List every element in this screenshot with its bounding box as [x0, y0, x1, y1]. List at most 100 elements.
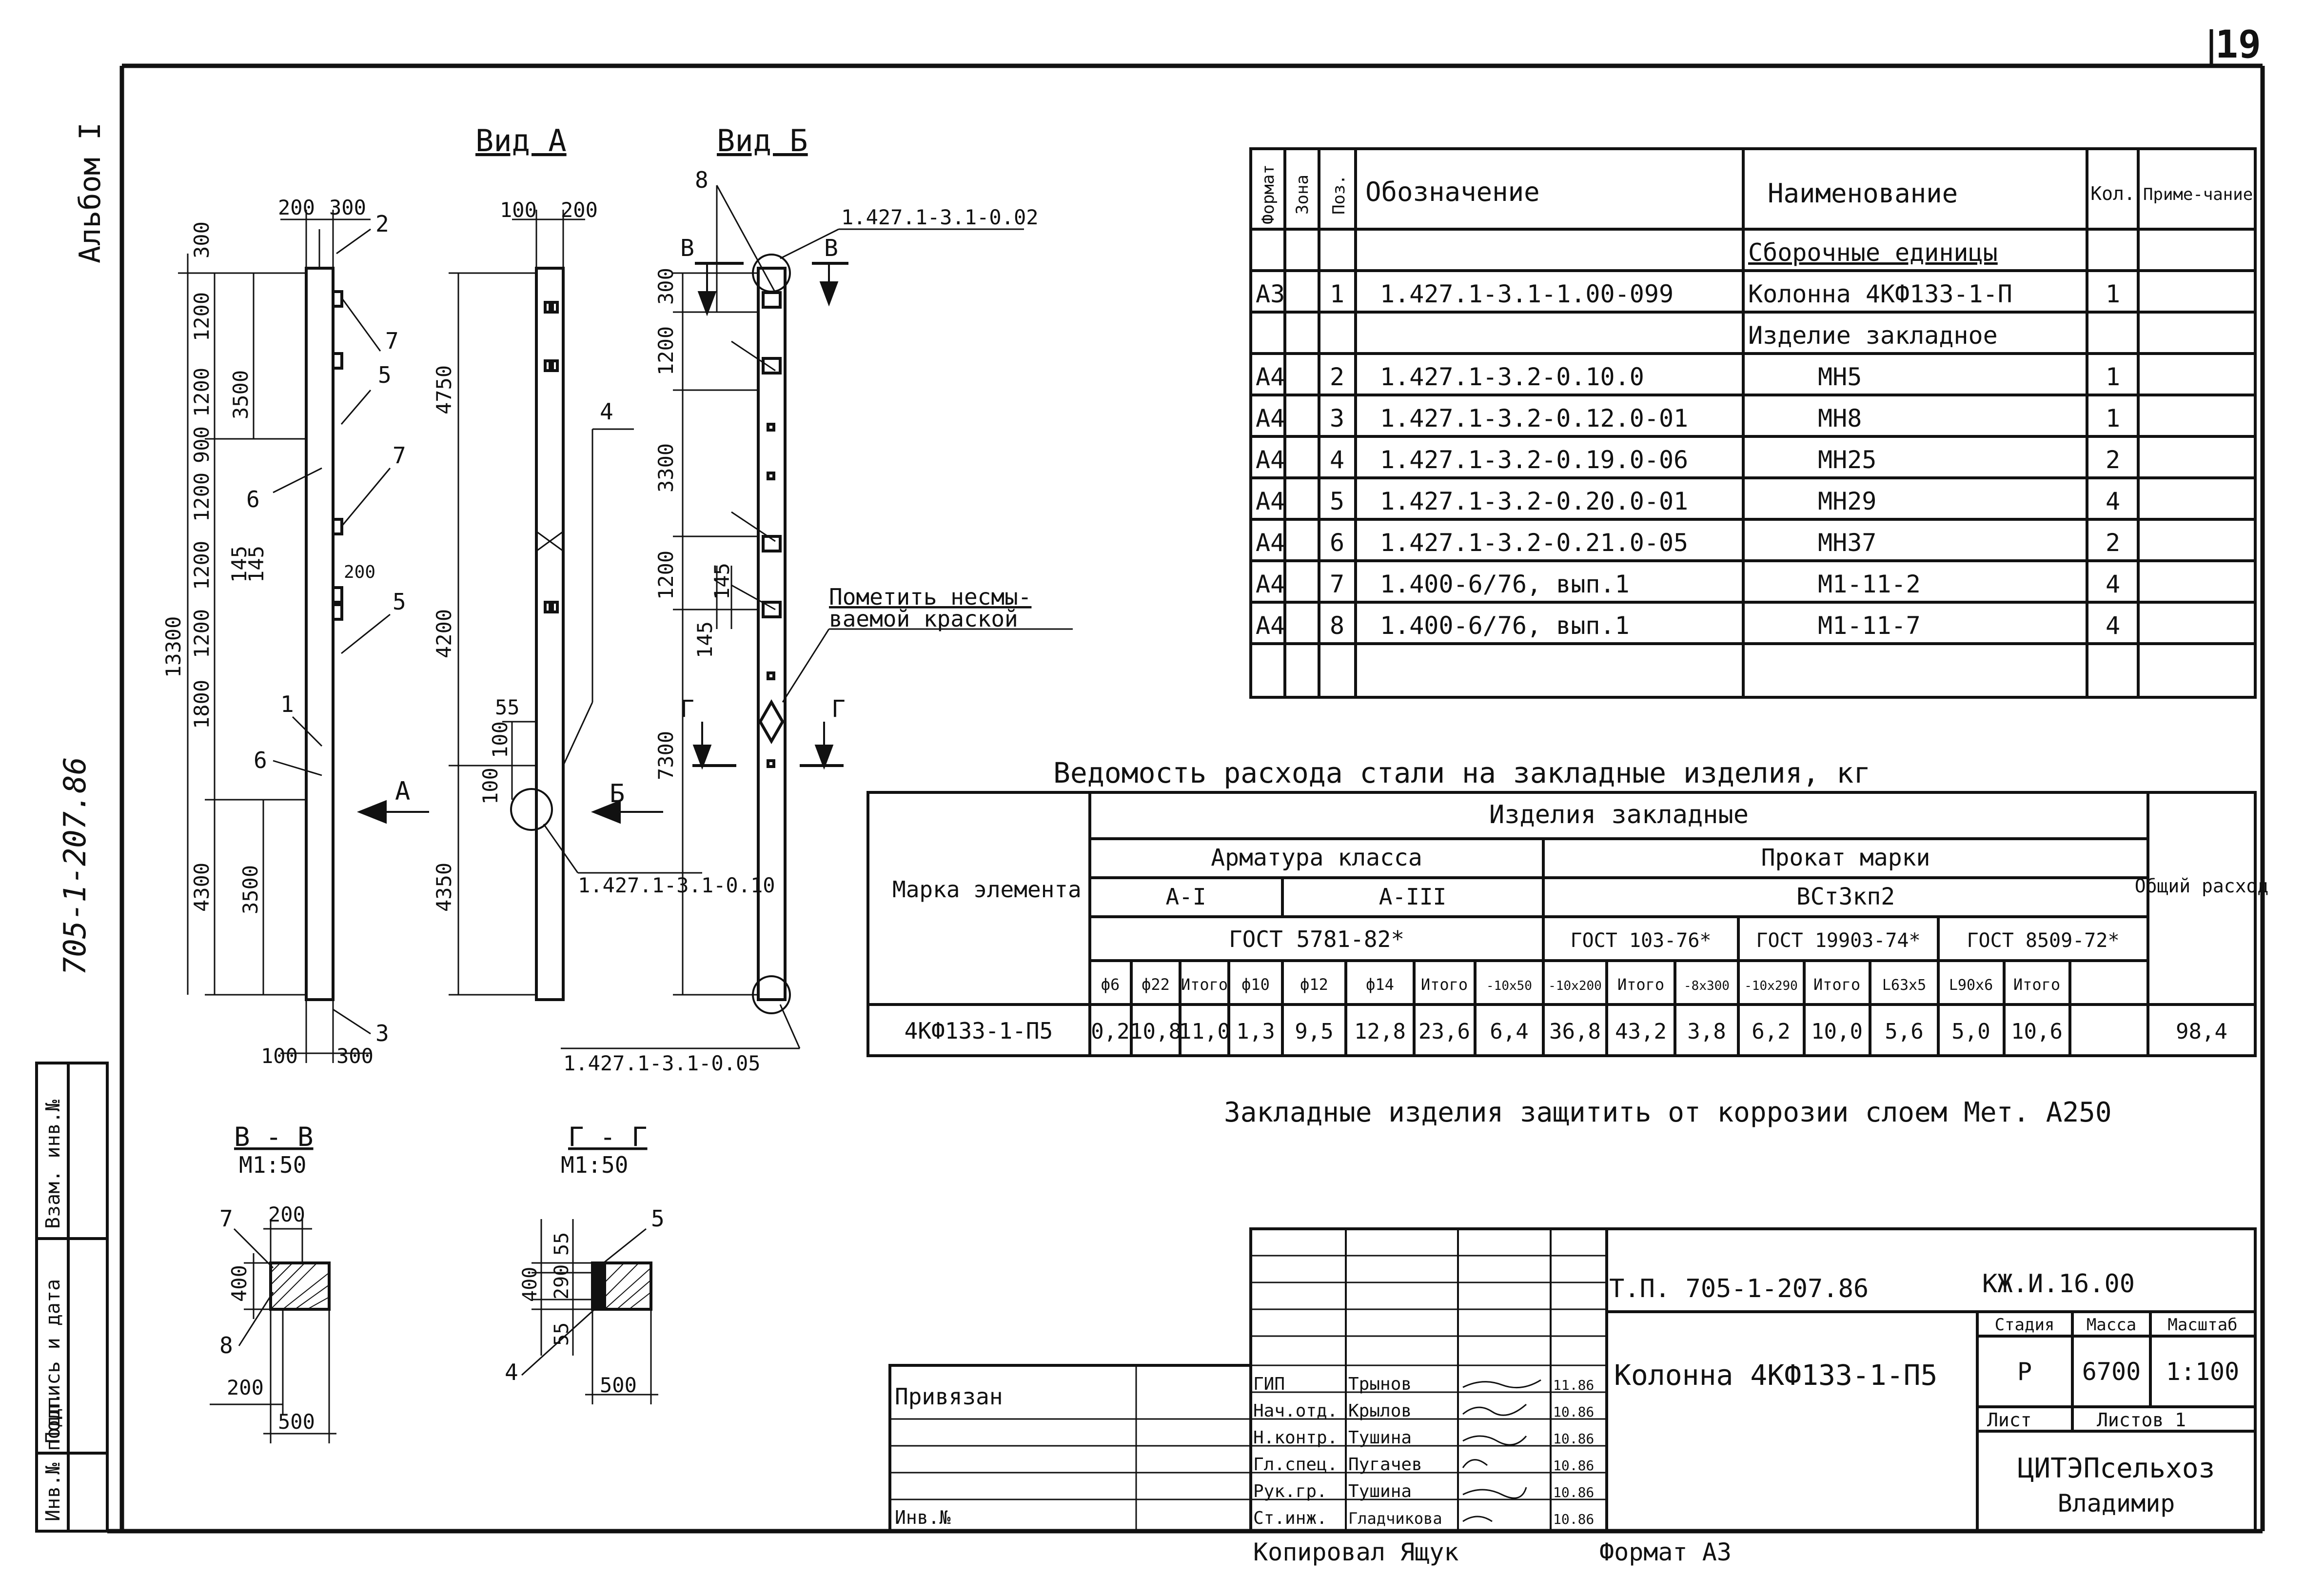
spec-header-designation: Обозначение: [1365, 177, 1540, 207]
dim-label: 100: [488, 721, 512, 758]
dim-label: 1200: [190, 292, 214, 341]
spec-cell-qty: 1: [2106, 280, 2120, 308]
steel-col-header: Итого: [1421, 975, 1468, 994]
section-label: В: [680, 235, 694, 262]
table-row: А4 2 1.427.1-3.2-0.10.0 МН5 1: [1256, 363, 2120, 391]
dim-label: 200: [344, 562, 375, 582]
view-b-title: Вид Б: [717, 123, 808, 158]
stamp-person: Гладчикова: [1348, 1509, 1442, 1528]
dim-label: 4300: [190, 863, 214, 912]
dim-label: 300: [190, 221, 214, 258]
stamp-date: 10.86: [1553, 1431, 1594, 1447]
stamp-org-line1: ЦИТЭПсельхоз: [2018, 1453, 2215, 1484]
steel-total-header: Общий расход: [2135, 875, 2269, 897]
copied-by: Копировал Ящук: [1253, 1538, 1458, 1566]
steel-value: 10,0: [1811, 1019, 1863, 1044]
dim-label: 500: [278, 1410, 315, 1434]
table-row: А4 5 1.427.1-3.2-0.20.0-01 МН29 4: [1256, 487, 2120, 515]
dim-label: 13300: [161, 616, 185, 678]
stamp-person: Тушина: [1348, 1428, 1412, 1448]
view-a: Вид А: [432, 123, 775, 1001]
spec-cell-format: А4: [1256, 611, 1285, 640]
stamp-role: Рук.гр.: [1253, 1481, 1327, 1501]
steel-a3-header: А-III: [1379, 884, 1446, 910]
spec-cell-format: А4: [1256, 446, 1285, 474]
steel-value: 5,6: [1885, 1019, 1923, 1044]
spec-cell-format: А4: [1256, 404, 1285, 433]
main-elevation: 200 300 13300 300 1200 1200 900 1200 120…: [161, 196, 429, 1068]
dim-label: 1200: [654, 551, 678, 600]
spec-cell-name: МН29: [1818, 487, 1876, 515]
spec-rows: Сборочные единицы А3 1 1.427.1-3.1-1.00-…: [1256, 238, 2120, 640]
stamp-sheet-header: Лист: [1987, 1409, 2032, 1431]
dim-label: 1800: [190, 680, 214, 729]
paint-note-line1: Пометить несмы-: [829, 584, 1031, 610]
dim-label: 900: [190, 426, 214, 463]
steel-row-mark: 4КФ133-1-П5: [905, 1018, 1053, 1044]
section-v: В - В М1:50 200 400: [210, 1122, 336, 1443]
view-b: Вид Б: [561, 123, 1073, 1075]
spec-cell-name: М1-11-7: [1818, 611, 1921, 640]
stamp-mass-header: Масса: [2087, 1315, 2136, 1335]
dim-label: 400: [519, 1267, 541, 1302]
dim-label: 1200: [190, 609, 214, 658]
dim-label: 145: [710, 563, 734, 600]
spec-cell-format: А4: [1256, 529, 1285, 557]
stamp-code: КЖ.И.16.00: [1982, 1269, 2135, 1299]
steel-value: 6,4: [1490, 1019, 1528, 1044]
section-v-title: В - В: [234, 1122, 314, 1152]
table-row: А3 1 1.427.1-3.1-1.00-099 Колонна 4КФ133…: [1256, 280, 2120, 308]
spec-cell-pos: 7: [1330, 570, 1344, 598]
spec-cell-format: А4: [1256, 570, 1285, 598]
dim-label: 100: [261, 1044, 298, 1068]
view-arrow-label: А: [395, 777, 410, 806]
view-arrow-label: Б: [610, 779, 625, 808]
spec-table-grid: [1249, 147, 2257, 699]
steel-value: 6,2: [1752, 1019, 1790, 1044]
dim-label: 4750: [432, 365, 456, 414]
steel-value: 10,8: [1130, 1019, 1182, 1044]
spec-cell-name: Изделие закладное: [1748, 321, 1998, 350]
column-body: [305, 267, 335, 1001]
dim-label: 55: [495, 695, 520, 719]
steel-mark-header: Марка элемента: [892, 876, 1082, 903]
steel-col-header: Итого: [1813, 975, 1860, 994]
stamp-person: Тушина: [1348, 1481, 1412, 1501]
spec-cell-pos: 2: [1330, 363, 1344, 391]
steel-value: 11,0: [1179, 1019, 1230, 1044]
dim-label: 3500: [229, 370, 253, 419]
callout-number: 2: [375, 211, 389, 237]
stamp-date: 10.86: [1553, 1458, 1594, 1474]
table-row: Нач.отд. Крылов 10.86: [1253, 1401, 1594, 1421]
steel-total-value: 98,4: [2176, 1019, 2227, 1044]
stamp-person: Крылов: [1348, 1401, 1412, 1421]
spec-cell-name: М1-11-2: [1818, 570, 1921, 598]
dim-label: 100: [478, 768, 502, 805]
dim-label: 3300: [654, 443, 678, 493]
steel-value: 43,2: [1615, 1019, 1667, 1044]
table-row: А4 6 1.427.1-3.2-0.21.0-05 МН37 2: [1256, 529, 2120, 557]
spec-cell-qty: 2: [2106, 446, 2120, 474]
callout-number: 5: [393, 589, 406, 615]
reference-code: 1.427.1-3.1-0.05: [563, 1051, 761, 1075]
steel-col-header: -10х50: [1486, 979, 1532, 993]
steel-gost-a: ГОСТ 5781-82*: [1229, 926, 1404, 952]
stamp-role: Гл.спец.: [1253, 1455, 1338, 1475]
stamp-date: 10.86: [1553, 1484, 1594, 1500]
callout-number: 8: [695, 167, 709, 193]
spec-header-format: Формат: [1259, 164, 1278, 224]
stamp-person: Пугачев: [1348, 1455, 1422, 1475]
sheet-format: Формат А3: [1599, 1538, 1732, 1566]
stamp-stage: Р: [2017, 1358, 2032, 1386]
dim-label: 200: [278, 196, 315, 219]
dim-label: 1200: [190, 368, 214, 417]
steel-col-header: ф14: [1366, 975, 1394, 994]
steel-vst-header: ВСт3кп2: [1796, 883, 1895, 910]
table-row: 4КФ133-1-П5 0,2 10,8 11,0 1,3 9,5 12,8 2…: [905, 1018, 2227, 1044]
steel-value: 5,0: [1951, 1019, 1990, 1044]
table-row: Гл.спец. Пугачев 10.86: [1253, 1455, 1594, 1475]
spec-header-pos: Поз.: [1329, 175, 1349, 215]
steel-col-header: Итого: [2013, 975, 2060, 994]
steel-col-header: ф22: [1142, 975, 1170, 994]
